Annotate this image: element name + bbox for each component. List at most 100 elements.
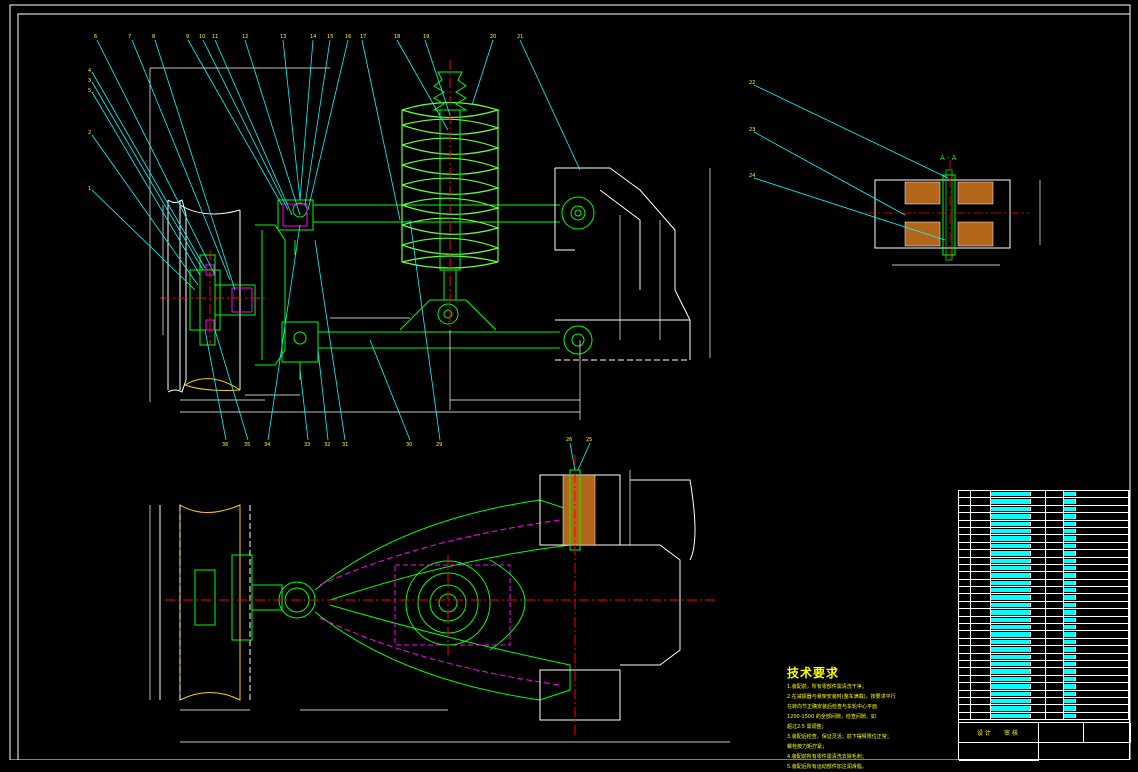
bom-cell — [1064, 632, 1076, 637]
section-detail-a-a: 22 23 24 A - A — [749, 80, 1041, 266]
bom-cell — [991, 684, 1031, 689]
bom-cell — [1076, 527, 1129, 535]
bom-cell — [959, 638, 971, 646]
part-number: 12 — [242, 34, 248, 40]
bom-cell — [1031, 572, 1046, 579]
bom-cell — [1076, 690, 1129, 697]
bom-cell — [959, 601, 971, 609]
bom-cell — [1031, 513, 1046, 520]
bom-cell — [1076, 668, 1129, 675]
bom-cell — [959, 660, 971, 668]
bom-cell — [1064, 691, 1076, 696]
part-number: 15 — [327, 34, 333, 40]
upper-control-arm — [277, 196, 595, 255]
part-number: 10 — [199, 34, 205, 40]
bom-cell — [1031, 646, 1046, 653]
bom-cell — [959, 712, 971, 720]
bom-cell — [959, 542, 971, 550]
bom-cell — [1064, 499, 1076, 504]
bom-cell — [1031, 557, 1046, 564]
bom-cell — [971, 505, 991, 513]
bom-cell — [959, 594, 971, 601]
bom-cell — [959, 631, 971, 638]
bom-cell — [971, 675, 991, 683]
bom-cell — [1064, 514, 1076, 519]
bom-cell — [1046, 712, 1064, 720]
part-number: 8 — [152, 34, 155, 40]
part-number: 25 — [586, 437, 592, 443]
bom-cell — [1046, 513, 1064, 520]
bom-row — [959, 653, 1129, 661]
bom-cell — [959, 587, 971, 594]
bom-cell — [1031, 660, 1046, 668]
tech-note: 1.装配前，所有零部件需清洗干净； — [787, 684, 867, 690]
bom-row — [959, 646, 1129, 654]
bom-cell — [1046, 572, 1064, 579]
bom-cell — [971, 527, 991, 535]
bom-cell — [1031, 491, 1046, 498]
part-number: 1 — [88, 186, 91, 192]
bom-cell — [971, 594, 991, 601]
tech-note: 3.装配后检查，保证灵活；前下摆臂限位正常； — [787, 734, 892, 740]
bom-cell — [971, 653, 991, 660]
bom-cell — [959, 646, 971, 653]
part-number: 31 — [342, 442, 348, 448]
tech-requirements-notes: 1.装配前，所有零部件需清洗干净； 2.在减振器与悬架安装时(整车满载)，按要求… — [787, 682, 947, 772]
checked-by-label: 审 核 — [1004, 730, 1018, 737]
bom-cell — [1076, 594, 1129, 601]
bom-cell — [1046, 587, 1064, 594]
bom-cell — [959, 616, 971, 624]
bom-cell — [991, 625, 1031, 630]
bom-cell — [1064, 647, 1076, 652]
bom-cell — [1064, 492, 1076, 497]
bom-cell — [1064, 684, 1076, 689]
control-arm-plan — [165, 499, 715, 701]
bom-row — [959, 491, 1129, 499]
part-number: 24 — [749, 173, 755, 179]
bom-cell — [971, 579, 991, 587]
bom-cell — [1046, 616, 1064, 624]
bom-cell — [971, 690, 991, 697]
bom-cell — [1031, 668, 1046, 675]
bom-cell — [1046, 631, 1064, 638]
bom-cell — [1076, 609, 1129, 616]
bom-cell — [1046, 564, 1064, 572]
bom-cell — [991, 698, 1031, 704]
bom-row — [959, 594, 1129, 602]
bom-cell — [991, 558, 1031, 563]
tech-note: 超过2.5 需调整； — [787, 724, 827, 730]
bom-cell — [959, 505, 971, 513]
bom-row — [959, 660, 1129, 669]
bom-cell — [1064, 617, 1076, 623]
bom-cell — [1046, 542, 1064, 550]
bom-cell — [1076, 513, 1129, 520]
hub-assembly — [160, 202, 308, 366]
bom-cell — [1031, 631, 1046, 638]
bom-cell — [1076, 491, 1129, 498]
bom-cell — [971, 550, 991, 557]
coil-spring — [401, 101, 501, 269]
bom-cell — [991, 528, 1031, 534]
part-number: 23 — [749, 127, 755, 133]
part-number: 36 — [222, 442, 228, 448]
drawing-border-inner — [17, 13, 1131, 760]
bom-row — [959, 638, 1129, 647]
front-view: 6 7 8 9 10 11 12 13 14 15 16 17 18 19 20… — [88, 34, 711, 448]
section-marker: A - A — [940, 154, 957, 162]
bom-cell — [991, 676, 1031, 682]
bom-cell — [1076, 705, 1129, 712]
bom-cell — [1076, 631, 1129, 638]
part-number: 33 — [304, 442, 310, 448]
bom-cell — [1064, 706, 1076, 711]
bom-cell — [971, 616, 991, 624]
bom-cell — [1031, 697, 1046, 705]
bom-cell — [959, 498, 971, 505]
bom-row — [959, 557, 1129, 565]
bom-cell — [1064, 551, 1076, 556]
bom-cell — [971, 513, 991, 520]
bom-cell — [1046, 491, 1064, 498]
balloon-labels-top: 6 7 8 9 10 11 12 13 14 15 16 17 18 19 20… — [94, 34, 523, 40]
bom-row — [959, 624, 1129, 632]
bom-cell — [1076, 601, 1129, 609]
bom-cell — [959, 513, 971, 520]
